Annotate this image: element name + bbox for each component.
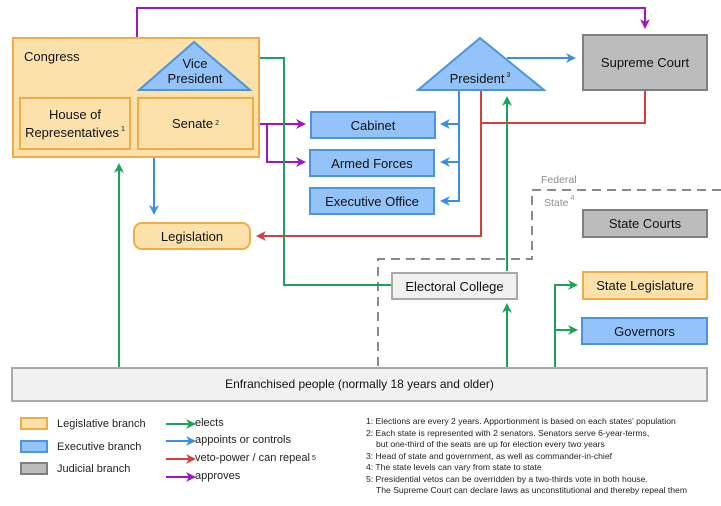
arrow-congress-approves-supreme-court <box>136 7 650 37</box>
executive-swatch <box>20 440 48 453</box>
legend-legislative: Legislative branch <box>20 417 146 430</box>
legend-executive: Executive branch <box>20 440 141 453</box>
vice-president-label[interactable]: Vice President <box>167 56 223 86</box>
legislation-box[interactable]: Legislation <box>133 222 251 250</box>
footnote-1: 1: Elections are every 2 years. Apportio… <box>366 416 676 426</box>
state-legislature-box[interactable]: State Legislature <box>582 271 708 300</box>
footnote-5-cont: The Supreme Court can declare laws as un… <box>376 485 687 495</box>
federal-label: Federal <box>541 174 577 186</box>
legend-elects: elects <box>195 417 224 429</box>
legend-approves: approves <box>195 470 241 482</box>
footnote-4: 4: The state levels can vary from state … <box>366 462 542 472</box>
president-triangle[interactable] <box>415 36 547 91</box>
supreme-court-box[interactable]: Supreme Court <box>582 34 708 91</box>
congress-label: Congress <box>24 49 80 64</box>
federal-state-boundary <box>377 189 721 366</box>
state-courts-box[interactable]: State Courts <box>582 209 708 238</box>
legislative-swatch <box>20 417 48 430</box>
arrow-president-controls-armed-forces <box>440 124 460 167</box>
judicial-swatch <box>20 462 48 475</box>
footnote-2: 2: Each state is represented with 2 sena… <box>366 427 650 438</box>
executive-office-box[interactable]: Executive Office <box>309 187 435 215</box>
governors-box[interactable]: Governors <box>581 317 708 345</box>
arrow-president-controls-executive-office <box>440 162 460 206</box>
legend-appoints: appoints or controls <box>195 434 291 446</box>
people-box[interactable]: Enfranchised people (normally 18 years a… <box>11 367 708 402</box>
electoral-college-box[interactable]: Electoral College <box>391 272 518 300</box>
line-supreme-court-repeal <box>481 91 646 124</box>
armed-forces-box[interactable]: Armed Forces <box>309 149 435 177</box>
arrow-people-elect-state-legislature <box>554 280 578 367</box>
arrow-senate-approves-armed-forces <box>266 124 306 167</box>
footnote-5: 5: Presidential vetos can be overridden … <box>366 473 648 484</box>
footnote-3: 3: Head of state and government, as well… <box>366 450 613 461</box>
arrow-president-vetoes-legislation <box>256 91 482 241</box>
cabinet-box[interactable]: Cabinet <box>310 111 436 139</box>
legend-judicial: Judicial branch <box>20 462 130 475</box>
footnotes: 1: Elections are every 2 years. Apportio… <box>366 416 687 497</box>
arrow-president-controls-cabinet <box>440 91 460 129</box>
footnote-2-cont: but one-third of the seats are up for el… <box>376 439 605 449</box>
